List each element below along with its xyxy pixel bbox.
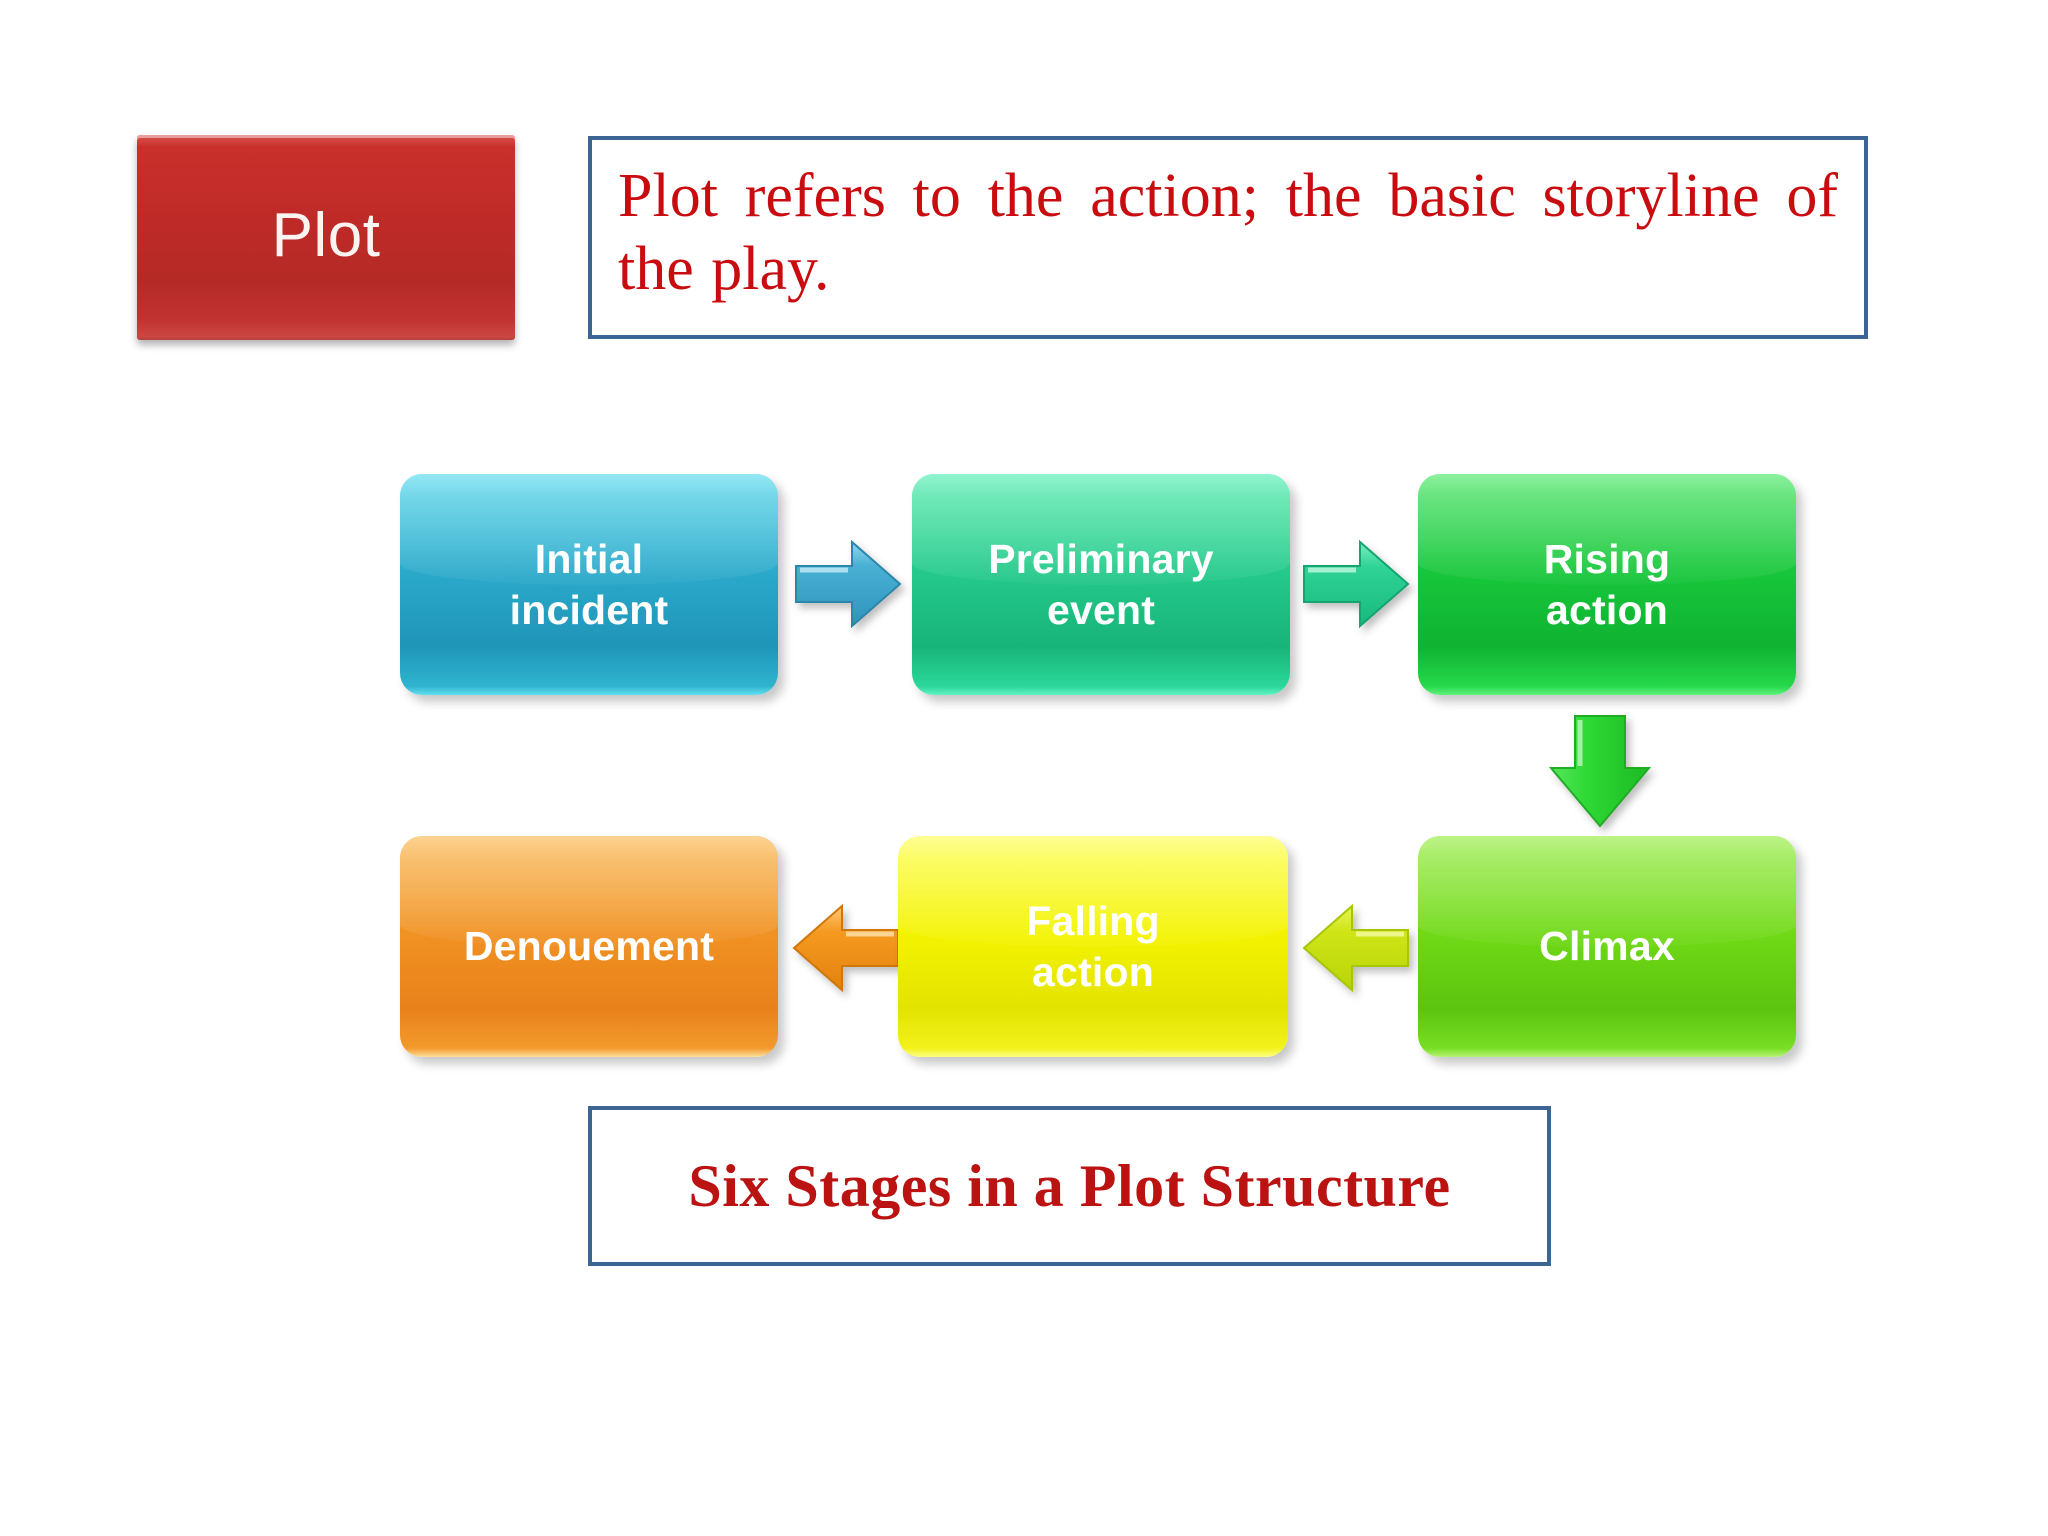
stage-label-line2: action <box>1546 586 1668 633</box>
stage-box-preliminary-event[interactable]: Preliminary event <box>912 474 1290 695</box>
stage-label-initial-incident: Initial incident <box>500 534 679 634</box>
plot-chip: Plot <box>137 135 515 340</box>
stage-box-climax[interactable]: Climax <box>1418 836 1796 1057</box>
arrow-down-rising-to-climax <box>1548 715 1652 828</box>
arrow-left-climax-to-falling <box>1302 903 1409 993</box>
stage-label-climax: Climax <box>1539 923 1675 970</box>
stage-label-line1: Initial <box>534 536 644 583</box>
stage-label-line1: Preliminary <box>988 536 1214 583</box>
definition-box: Plot refers to the action; the basic sto… <box>588 136 1868 339</box>
caption-box: Six Stages in a Plot Structure <box>588 1106 1551 1266</box>
stage-label-falling-action: Falling action <box>1016 896 1170 996</box>
stage-box-rising-action[interactable]: Rising action <box>1418 474 1796 695</box>
stage-label-line2: incident <box>509 586 669 633</box>
stage-label-rising-action: Rising action <box>1534 534 1680 634</box>
stage-label-denouement: Denouement <box>463 923 715 970</box>
stage-label-line1: Rising <box>1543 536 1671 583</box>
arrow-left-falling-to-denouement <box>792 903 899 993</box>
stage-box-falling-action[interactable]: Falling action <box>898 836 1288 1057</box>
stage-label-line2: action <box>1032 948 1154 995</box>
arrow-right-initial-to-preliminary <box>795 539 902 629</box>
plot-chip-label: Plot <box>271 200 381 270</box>
caption-text: Six Stages in a Plot Structure <box>688 1152 1451 1219</box>
stage-label-line1: Falling <box>1026 898 1160 945</box>
arrow-right-preliminary-to-rising <box>1303 539 1410 629</box>
definition-text: Plot refers to the action; the basic sto… <box>618 162 1838 303</box>
stage-label-line2: event <box>1046 586 1156 633</box>
stage-box-initial-incident[interactable]: Initial incident <box>400 474 778 695</box>
stage-box-denouement[interactable]: Denouement <box>400 836 778 1057</box>
stage-label-preliminary-event: Preliminary event <box>978 534 1224 634</box>
